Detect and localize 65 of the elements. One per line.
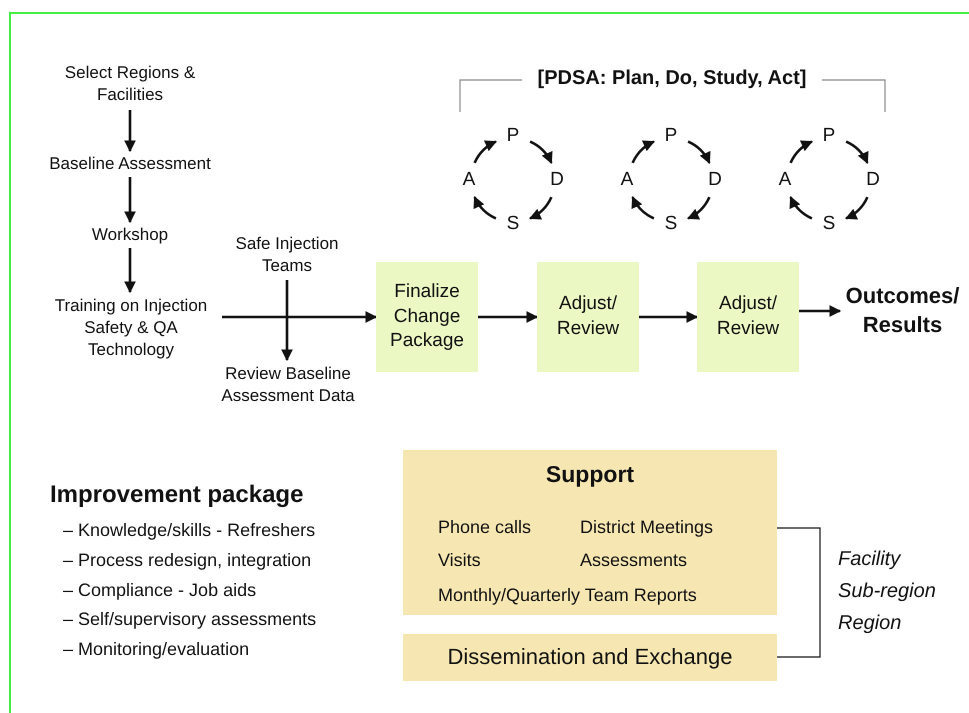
cycle-arrow (687, 196, 711, 220)
cycle-letter: A (462, 168, 476, 192)
arrow (124, 248, 136, 294)
step-text: Baseline Assessment (49, 152, 211, 175)
box-text: Adjust/ Review (716, 292, 780, 341)
support-item: District Meetings (580, 516, 714, 539)
cycle-letter: P (822, 124, 836, 148)
arrow (124, 110, 136, 152)
process-box (697, 262, 799, 372)
cycle-arrow (631, 140, 655, 164)
list-item: – Monitoring/evaluation (63, 639, 250, 660)
cycle-arrow (631, 196, 654, 220)
step-text: Safe Injection Teams (234, 232, 340, 277)
arrow (478, 311, 538, 323)
arrow (124, 177, 136, 224)
cycle-letter: S (664, 212, 678, 236)
heading: Support (544, 460, 636, 489)
support-item: Visits (438, 549, 481, 572)
arrow (222, 311, 378, 323)
cycle-arrow (846, 140, 869, 164)
box-text: Adjust/ Review (556, 292, 620, 341)
cycle-letter: P (506, 124, 520, 148)
box-text: Dissemination and Exchange (448, 643, 732, 672)
cycle-letter: P (664, 124, 678, 148)
arrow (639, 311, 698, 323)
cycle-letter: D (708, 168, 722, 192)
list-item: – Knowledge/skills - Refreshers (63, 520, 316, 541)
bracket-title: [PDSA: Plan, Do, Study, Act] (538, 67, 806, 90)
cycle-arrow (529, 196, 553, 220)
cycle-arrow (473, 140, 497, 164)
cycle-arrow (473, 196, 496, 220)
step-text: Review Baseline Assessment Data (220, 362, 356, 407)
cycle-letter: D (550, 168, 564, 192)
step-text: Outcomes/ Results (844, 282, 960, 339)
step-text: Workshop (92, 224, 168, 246)
process-box (403, 450, 777, 615)
cycle-arrow (845, 196, 869, 220)
cycle-letter: S (822, 212, 836, 236)
step-text: Select Regions & Facilities (64, 62, 196, 106)
cycle-arrow (688, 140, 711, 164)
process-box (376, 262, 478, 372)
list-item: – Self/supervisory assessments (63, 609, 316, 630)
cycle-letter: S (506, 212, 520, 236)
support-item: Monthly/Quarterly Team Reports (438, 584, 697, 607)
level-label: Sub-region (838, 580, 936, 603)
step-text: Training on Injection Safety & QA Technology (54, 294, 208, 362)
arrow (281, 280, 293, 362)
cycle-letter: A (620, 168, 634, 192)
cycle-arrow (789, 140, 813, 164)
box-text: Finalize Change Package (389, 280, 465, 354)
process-box (537, 262, 639, 372)
support-item: Phone calls (438, 516, 532, 539)
level-label: Region (838, 612, 902, 635)
cycle-letter: D (866, 168, 880, 192)
process-box (403, 634, 777, 681)
bracket-connector (777, 527, 821, 658)
arrow (799, 305, 842, 317)
list-item: – Compliance - Job aids (63, 580, 256, 601)
level-label: Facility (838, 548, 900, 571)
support-item: Assessments (580, 549, 688, 572)
heading: Improvement package (50, 481, 304, 509)
cycle-letter: A (778, 168, 792, 192)
list-item: – Process redesign, integration (63, 550, 312, 571)
cycle-arrow (530, 140, 553, 164)
cycle-arrow (789, 196, 812, 220)
